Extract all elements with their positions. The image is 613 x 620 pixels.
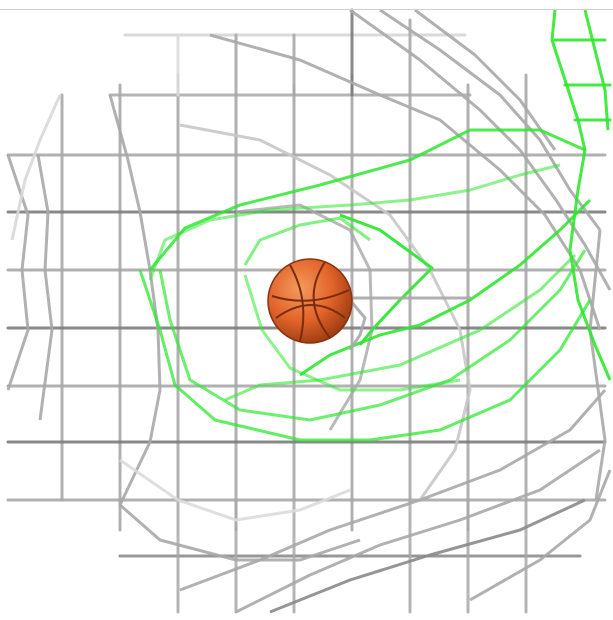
- ball-icon[interactable]: [267, 258, 353, 344]
- grid-contour-line: [6, 154, 30, 391]
- grid-contour-line: [108, 94, 162, 506]
- grid-contour-line: [235, 203, 374, 431]
- green-contour-line: [158, 249, 587, 422]
- grid-contour-line: [179, 389, 607, 592]
- grid-contour-line: [209, 33, 602, 331]
- grid-contour-line: [119, 458, 351, 522]
- green-contour-line: [583, 9, 610, 131]
- grid-contour-line: [269, 498, 586, 614]
- green-contour-line: [148, 163, 561, 281]
- grid-contour-line: [10, 94, 62, 241]
- green-mesh: [138, 9, 612, 442]
- grid-contour-line: [36, 154, 54, 421]
- grid-contour-line: [379, 8, 602, 231]
- green-contour-line: [148, 128, 586, 271]
- top-divider: [0, 9, 613, 10]
- green-contour-line: [339, 213, 434, 346]
- grid-contour-line: [588, 229, 607, 501]
- green-contour-line: [550, 9, 612, 381]
- grid-contour-line: [348, 299, 367, 351]
- grid-contour-line: [349, 8, 612, 291]
- green-contour-line: [224, 253, 577, 402]
- grid-contour-line: [119, 503, 361, 562]
- grid-contour-line: [414, 8, 557, 151]
- grid-contour-line: [235, 448, 601, 614]
- grid-contour-line: [469, 469, 612, 602]
- green-contour-line: [299, 198, 592, 377]
- green-contour-line: [138, 269, 592, 442]
- grid-mesh-foreground: [348, 296, 472, 351]
- green-contour-line: [243, 216, 371, 266]
